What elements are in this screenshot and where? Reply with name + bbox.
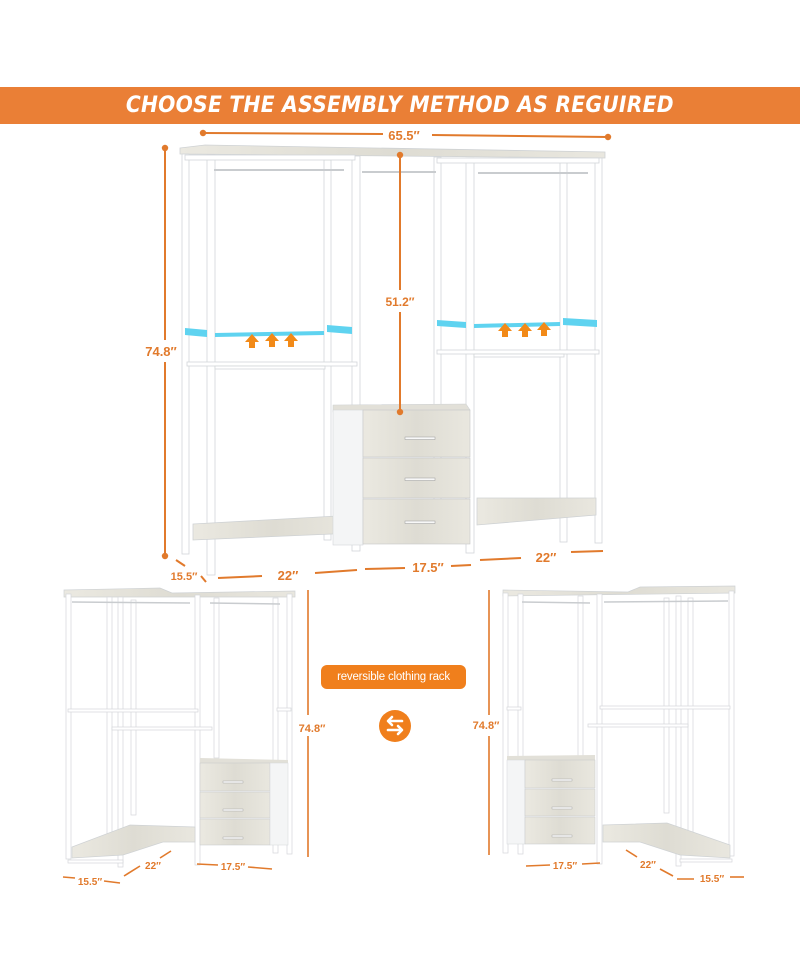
banner-title: CHOOSE THE ASSEMBLY METHOD AS REGUIRED <box>126 93 674 118</box>
reversible-badge-label: reversible clothing rack <box>337 671 450 683</box>
adjustable-rod-highlight <box>185 318 597 337</box>
left-dim-height: 74.8″ <box>299 723 326 735</box>
left-dimension-lines <box>62 590 309 884</box>
right-dim-corner-width: 22″ <box>640 860 656 871</box>
dim-hanging-height: 51.2″ <box>385 295 414 309</box>
dim-right-width: 22″ <box>536 550 557 565</box>
right-dim-depth: 15.5″ <box>700 874 724 885</box>
right-dim-dresser-width: 17.5″ <box>553 861 577 872</box>
left-dim-depth: 15.5″ <box>78 877 102 888</box>
dim-height: 74.8″ <box>145 344 177 359</box>
left-corner-rack <box>63 587 296 868</box>
left-dim-corner-width: 22″ <box>145 861 161 872</box>
up-arrow-icons <box>245 322 551 348</box>
title-banner: CHOOSE THE ASSEMBLY METHOD AS REGUIRED <box>0 87 800 124</box>
left-dim-dresser-width: 17.5″ <box>221 862 245 873</box>
dim-depth: 15.5″ <box>171 571 198 583</box>
dresser <box>332 403 471 546</box>
dim-left-width: 22″ <box>278 568 299 583</box>
dim-dresser-width: 17.5″ <box>412 560 444 575</box>
main-dimension-lines <box>161 129 612 583</box>
right-dim-height: 74.8″ <box>473 720 500 732</box>
swap-arrows-icon <box>379 710 411 742</box>
main-rack <box>179 144 606 576</box>
right-corner-rack <box>502 585 736 867</box>
dim-total-width: 65.5″ <box>388 128 420 143</box>
reversible-badge: reversible clothing rack <box>321 665 466 689</box>
right-dimension-lines <box>488 590 744 880</box>
